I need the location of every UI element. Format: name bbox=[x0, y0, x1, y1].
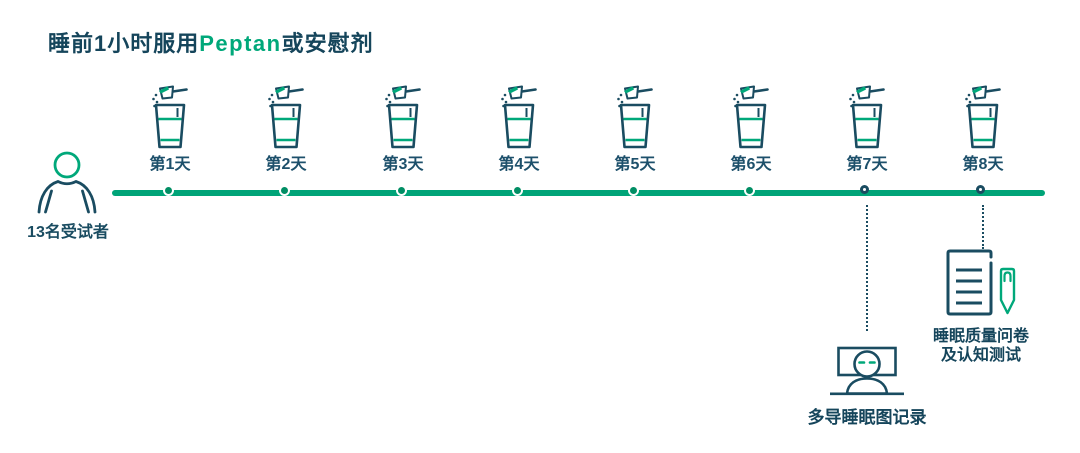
psg-event-label: 多导睡眠图记录 bbox=[807, 408, 927, 427]
day-3-marker-filled bbox=[396, 185, 407, 196]
day-label: 第1天 bbox=[149, 156, 191, 173]
supplement-cup-icon bbox=[965, 85, 1001, 149]
day-column-4: 第4天 bbox=[474, 83, 564, 174]
supplement-cup-icon bbox=[268, 85, 304, 149]
title-prefix: 睡前1小时服用 bbox=[48, 31, 200, 56]
day-8-marker-open bbox=[976, 185, 985, 194]
subjects-block: 13名受试者 bbox=[22, 143, 114, 242]
day-2-marker-filled bbox=[279, 185, 290, 196]
day-label: 第5天 bbox=[614, 156, 656, 173]
day-5-marker-filled bbox=[628, 185, 639, 196]
questionnaire-pen-icon bbox=[946, 249, 1016, 316]
day-label: 第6天 bbox=[730, 156, 772, 173]
day-7-dotted-connector bbox=[866, 205, 868, 331]
supplement-cup-icon bbox=[733, 85, 769, 149]
day-column-7: 第7天 bbox=[822, 83, 912, 174]
day-7-marker-open bbox=[860, 185, 869, 194]
day-label: 第3天 bbox=[382, 156, 424, 173]
day-column-1: 第1天 bbox=[125, 83, 215, 174]
supplement-cup-icon bbox=[501, 85, 537, 149]
day-column-3: 第3天 bbox=[358, 83, 448, 174]
day-column-8: 第8天 bbox=[938, 83, 1028, 174]
subjects-count-label: 13名受试者 bbox=[27, 224, 109, 241]
day-label: 第2天 bbox=[265, 156, 307, 173]
questionnaire-event-block: 睡眠质量问卷 及认知测试 bbox=[906, 249, 1056, 365]
day-column-6: 第6天 bbox=[706, 83, 796, 174]
day-8-dotted-connector bbox=[982, 205, 984, 249]
questionnaire-label-line1: 睡眠质量问卷 bbox=[932, 328, 1029, 345]
psg-event-block: 多导睡眠图记录 bbox=[787, 345, 947, 427]
timeline-bar bbox=[112, 190, 1045, 196]
title-suffix: 或安慰剂 bbox=[281, 31, 374, 56]
day-column-2: 第2天 bbox=[241, 83, 331, 174]
supplement-cup-icon bbox=[152, 85, 188, 149]
page-title: 睡前1小时服用Peptan或安慰剂 bbox=[48, 26, 374, 58]
day-1-marker-filled bbox=[163, 185, 174, 196]
title-brand: Peptan bbox=[199, 31, 282, 56]
polysomnography-monitor-icon bbox=[830, 346, 904, 396]
day-label: 第4天 bbox=[498, 156, 540, 173]
day-label: 第8天 bbox=[962, 156, 1004, 173]
day-label: 第7天 bbox=[846, 156, 888, 173]
supplement-cup-icon bbox=[617, 85, 653, 149]
day-column-5: 第5天 bbox=[590, 83, 680, 174]
person-icon bbox=[37, 151, 97, 214]
questionnaire-label-line2: 及认知测试 bbox=[940, 347, 1021, 364]
day-4-marker-filled bbox=[512, 185, 523, 196]
supplement-cup-icon bbox=[385, 85, 421, 149]
day-6-marker-filled bbox=[744, 185, 755, 196]
supplement-cup-icon bbox=[849, 85, 885, 149]
